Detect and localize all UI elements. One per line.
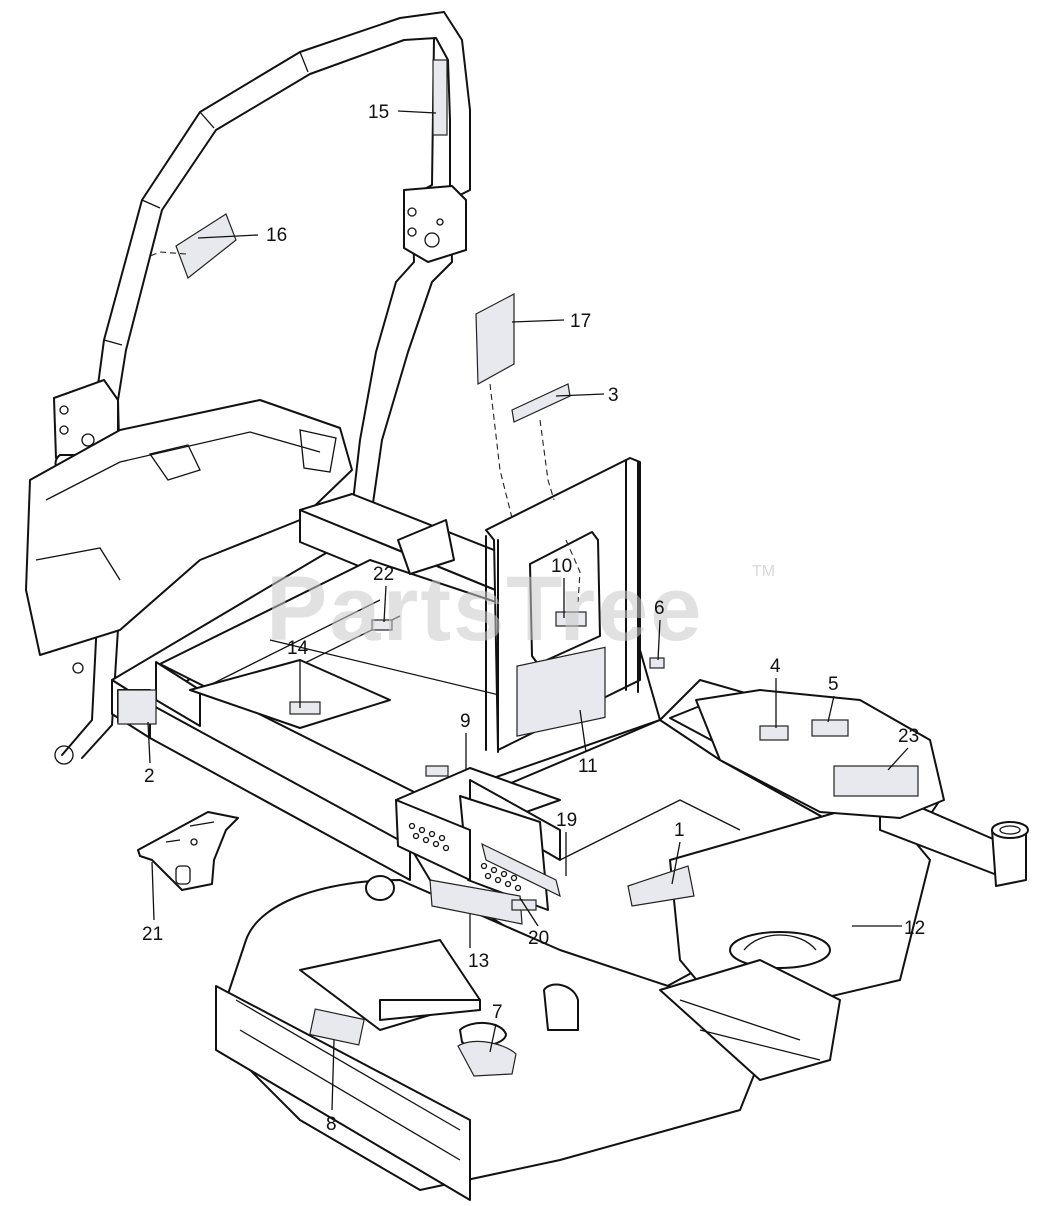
decal-16 xyxy=(175,213,237,279)
decal-22 xyxy=(371,619,393,631)
callout-14: 14 xyxy=(287,638,309,659)
decal-19 xyxy=(481,842,561,898)
decal-11 xyxy=(516,646,606,737)
decal-4 xyxy=(759,725,789,741)
callout-21: 21 xyxy=(142,924,163,945)
guide-lines xyxy=(149,251,581,603)
hole-plate xyxy=(480,862,522,892)
watermark-tm: TM xyxy=(752,563,775,580)
decal-8 xyxy=(309,1008,365,1046)
callouts: 15 16 17 3 22 10 6 14 4 5 23 9 11 2 19 1… xyxy=(142,102,925,1135)
decal-6 xyxy=(649,657,665,669)
callout-12: 12 xyxy=(904,918,925,939)
throttle-plate xyxy=(395,799,471,881)
callout-23: 23 xyxy=(898,726,919,747)
callout-22: 22 xyxy=(373,564,394,585)
callout-9: 9 xyxy=(460,711,471,732)
callout-5: 5 xyxy=(828,674,839,695)
decal-1 xyxy=(627,865,695,907)
seat-panel xyxy=(485,457,641,753)
decal-23 xyxy=(833,765,919,797)
decal-2 xyxy=(117,689,157,725)
callout-19: 19 xyxy=(556,810,577,831)
callout-15: 15 xyxy=(368,102,389,123)
decal-17 xyxy=(475,293,515,386)
callout-13: 13 xyxy=(468,951,489,972)
decal-3 xyxy=(511,383,571,423)
decal-9 xyxy=(425,765,449,777)
decal-7 xyxy=(457,1040,517,1077)
leader-lines xyxy=(147,110,909,1111)
decals xyxy=(117,213,695,1077)
decal-14 xyxy=(289,701,321,715)
right-fender xyxy=(695,689,945,819)
decal-13 xyxy=(429,879,523,925)
roll-bar-decal-15 xyxy=(432,59,448,136)
decal-5 xyxy=(811,719,849,737)
callout-1: 1 xyxy=(674,820,685,841)
watermark: PartsTree TM xyxy=(266,558,775,660)
callout-8: 8 xyxy=(326,1114,337,1135)
callout-4: 4 xyxy=(770,656,781,677)
callout-20: 20 xyxy=(528,928,549,949)
callout-7: 7 xyxy=(492,1002,503,1023)
callout-10: 10 xyxy=(551,556,572,577)
callout-11: 11 xyxy=(578,756,598,777)
callout-16: 16 xyxy=(266,225,287,246)
callout-3: 3 xyxy=(608,385,619,406)
callout-17: 17 xyxy=(570,311,591,332)
watermark-text: PartsTree xyxy=(266,558,703,660)
callout-6: 6 xyxy=(654,598,665,619)
callout-2: 2 xyxy=(144,766,155,787)
bracket-21 xyxy=(137,811,239,891)
